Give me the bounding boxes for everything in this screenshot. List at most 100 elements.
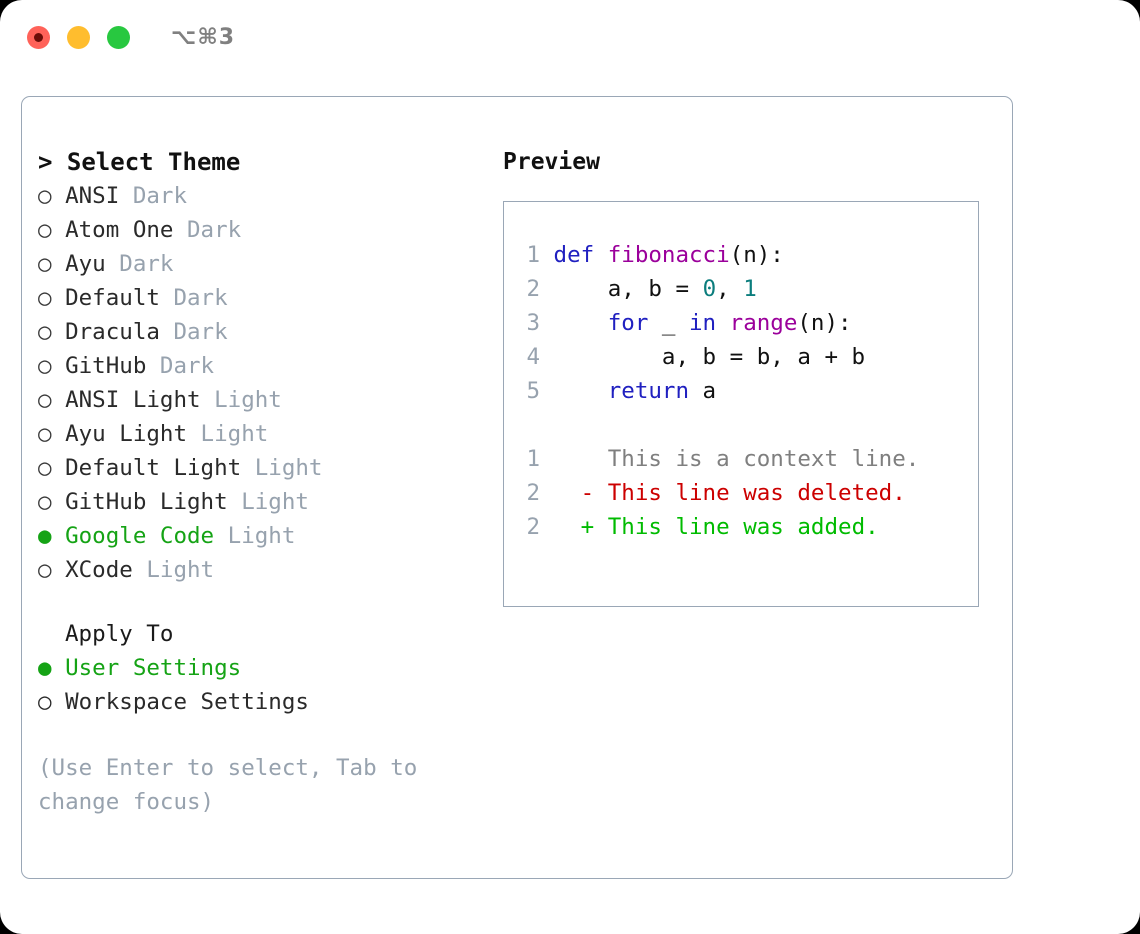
code-token: 1 [743,276,757,302]
radio-unselected-icon: ○ [38,285,52,311]
spacer [38,587,478,617]
radio-unselected-icon: ○ [38,319,52,345]
code-token: in [689,310,717,336]
theme-list-item[interactable]: ○ Default Dark [38,281,478,315]
code-token: a, b = [553,276,703,302]
diff-line: 2 - This line was deleted. [514,476,972,510]
theme-selection-column: > Select Theme ○ ANSI Dark○ Atom One Dar… [38,145,478,819]
code-token [554,310,608,336]
diff-line: 2 + This line was added. [514,510,972,544]
gutter-space [540,310,554,336]
apply-to-label: Workspace Settings [51,689,309,715]
apply-to-title: Apply To [65,621,174,647]
theme-variant-badge: Light [227,489,309,515]
code-token: (n): [729,242,784,268]
code-line: 4 a, b = b, a + b [514,340,972,374]
apply-to-label: User Settings [51,655,242,681]
maximize-window-button[interactable] [107,26,130,49]
theme-name: GitHub Light [51,489,228,515]
theme-list-item[interactable]: ○ ANSI Light Light [38,383,478,417]
code-token: return [607,378,690,404]
code-token: range [729,310,798,336]
diff-text: This is a context line. [607,446,920,472]
line-number: 2 [526,514,540,540]
code-line: 3 for _ in range(n): [514,306,972,340]
line-number: 3 [526,310,540,336]
theme-list[interactable]: ○ ANSI Dark○ Atom One Dark○ Ayu Dark○ De… [38,179,478,587]
apply-to-option[interactable]: ○ Workspace Settings [38,685,478,719]
radio-unselected-icon: ○ [38,689,52,715]
line-number: 5 [526,378,540,404]
theme-list-item[interactable]: ○ Dracula Dark [38,315,478,349]
theme-name: Default [51,285,160,311]
theme-picker-panel: > Select Theme ○ ANSI Dark○ Atom One Dar… [21,96,1013,879]
theme-variant-badge: Light [200,387,282,413]
theme-variant-badge: Light [214,523,296,549]
theme-name: GitHub [51,353,147,379]
preview-column: Preview 1 def fibonacci(n):2 a, b = 0, 1… [503,145,993,607]
theme-variant-badge: Dark [173,217,242,243]
theme-variant-badge: Dark [105,251,174,277]
gutter-space [540,276,554,302]
theme-variant-badge: Dark [119,183,188,209]
radio-unselected-icon: ○ [38,353,52,379]
code-token [554,378,608,404]
theme-list-item[interactable]: ○ Default Light Light [38,451,478,485]
preview-title: Preview [503,149,600,175]
radio-selected-icon: ● [38,655,52,681]
line-number: 4 [526,344,540,370]
radio-unselected-icon: ○ [38,489,52,515]
code-token: 0 [702,276,717,302]
diff-text: This line was added. [607,514,879,540]
code-token: (n): [797,310,852,336]
gutter-space [540,242,554,268]
theme-name: Atom One [51,217,174,243]
theme-variant-badge: Light [241,455,323,481]
diff-text: This line was deleted. [607,480,906,506]
spacer [514,408,972,442]
diff-content: + This line was added. [540,514,879,540]
diff-content: This is a context line. [540,446,920,472]
code-token: for [607,310,649,336]
theme-list-item[interactable]: ○ Ayu Dark [38,247,478,281]
radio-unselected-icon: ○ [38,455,52,481]
apply-to-list[interactable]: ● User Settings○ Workspace Settings [38,651,478,719]
theme-list-item[interactable]: ○ GitHub Dark [38,349,478,383]
code-token [716,310,730,336]
diff-line: 1 This is a context line. [514,442,972,476]
theme-name: XCode [51,557,133,583]
theme-variant-badge: Dark [159,319,228,345]
theme-list-item[interactable]: ○ ANSI Dark [38,179,478,213]
theme-list-item[interactable]: ○ Atom One Dark [38,213,478,247]
title-bar: ⌥⌘3 [0,0,1140,78]
theme-name: Google Code [51,523,215,549]
keyboard-shortcut-label: ⌥⌘3 [171,25,236,50]
minimize-window-button[interactable] [67,26,90,49]
diff-marker: + [540,514,608,540]
radio-unselected-icon: ○ [38,183,52,209]
theme-list-item[interactable]: ○ GitHub Light Light [38,485,478,519]
line-number: 2 [526,276,540,302]
line-number: 2 [526,480,540,506]
code-token: , [716,276,744,302]
keyboard-hint-text: (Use Enter to select, Tab to change focu… [38,755,431,815]
radio-unselected-icon: ○ [38,421,52,447]
code-token: a [689,378,717,404]
line-number: 1 [526,242,540,268]
theme-list-item[interactable]: ○ XCode Light [38,553,478,587]
theme-name: Default Light [51,455,242,481]
code-token: _ [648,310,690,336]
code-line: 2 a, b = 0, 1 [514,272,972,306]
gutter-space [540,378,554,404]
theme-name: ANSI [51,183,120,209]
theme-list-item[interactable]: ○ Ayu Light Light [38,417,478,451]
recording-indicator-icon [34,33,43,42]
diff-marker: - [540,480,608,506]
diff-sample: 1 This is a context line.2 - This line w… [514,442,972,544]
code-token: fibonacci [607,242,730,268]
theme-list-item[interactable]: ● Google Code Light [38,519,478,553]
radio-unselected-icon: ○ [38,557,52,583]
radio-unselected-icon: ○ [38,251,52,277]
apply-to-option[interactable]: ● User Settings [38,651,478,685]
